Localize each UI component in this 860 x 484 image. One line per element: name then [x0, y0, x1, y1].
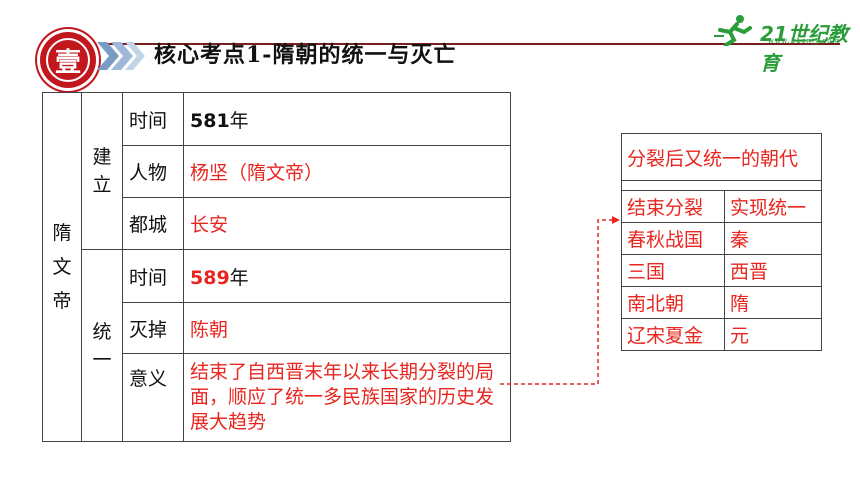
emperor-char: 隋 — [52, 222, 72, 244]
dynasty-cell: 南北朝 — [621, 286, 725, 319]
year-suffix: 年 — [229, 109, 249, 132]
section-badge: 壹 — [40, 32, 96, 88]
dynasty-cell: 三国 — [621, 254, 725, 287]
header-rule — [100, 43, 840, 45]
badge-char: 壹 — [46, 38, 90, 82]
group-label-char: 立 — [92, 174, 112, 196]
group-label-establish: 建 立 — [81, 92, 123, 250]
emperor-cell: 隋 文 帝 — [42, 92, 82, 442]
emperor-char: 帝 — [52, 290, 72, 312]
sui-summary-table: 隋 文 帝 建 立 时间 581年 人物 杨坚（隋文帝） 都城 长安 统 一 时… — [42, 92, 511, 442]
emperor-char: 文 — [52, 256, 72, 278]
logo-text: 21世纪教育 — [760, 22, 848, 75]
row-value-meaning: 结束了自西晋末年以来长期分裂的局面，顺应了统一多民族国家的历史发展大趋势 — [183, 353, 511, 442]
row-value: 长安 — [183, 197, 511, 250]
row-value-year: 581年 — [183, 92, 511, 146]
year-number: 581 — [190, 109, 230, 132]
row-value: 杨坚（隋文帝） — [183, 145, 511, 198]
section-title: 核心考点1-隋朝的统一与灭亡 — [154, 42, 457, 68]
runner-logo-icon — [714, 15, 752, 46]
group-label-char: 一 — [92, 348, 112, 371]
row-key: 时间 — [122, 92, 184, 146]
group-label-unify: 统 一 — [81, 249, 123, 442]
row-value: 陈朝 — [183, 302, 511, 354]
row-key: 人物 — [122, 145, 184, 198]
year-number: 589 — [190, 266, 230, 289]
dynasty-header: 实现统一 — [724, 190, 822, 223]
logo-subtext: www.21cnjy.com — [768, 37, 841, 45]
dynasty-cell: 秦 — [724, 222, 822, 255]
dynasty-table-title: 分裂后又统一的朝代 — [621, 133, 822, 181]
row-key: 灭掉 — [122, 302, 184, 354]
dynasty-cell: 辽宋夏金 — [621, 318, 725, 351]
dynasty-cell: 元 — [724, 318, 822, 351]
dynasty-table: 分裂后又统一的朝代 结束分裂 实现统一 春秋战国 秦 三国 西晋 南北朝 隋 辽… — [621, 133, 822, 351]
dynasty-header: 结束分裂 — [621, 190, 725, 223]
group-label-char: 统 — [92, 320, 112, 343]
dynasty-cell: 春秋战国 — [621, 222, 725, 255]
row-key: 都城 — [122, 197, 184, 250]
group-label-char: 建 — [92, 146, 112, 168]
dynasty-cell: 隋 — [724, 286, 822, 319]
year-suffix: 年 — [229, 266, 249, 289]
row-key: 意义 — [122, 353, 184, 442]
dynasty-table-spacer — [621, 180, 822, 191]
dynasty-cell: 西晋 — [724, 254, 822, 287]
chevron-arrows-icon — [97, 42, 145, 70]
